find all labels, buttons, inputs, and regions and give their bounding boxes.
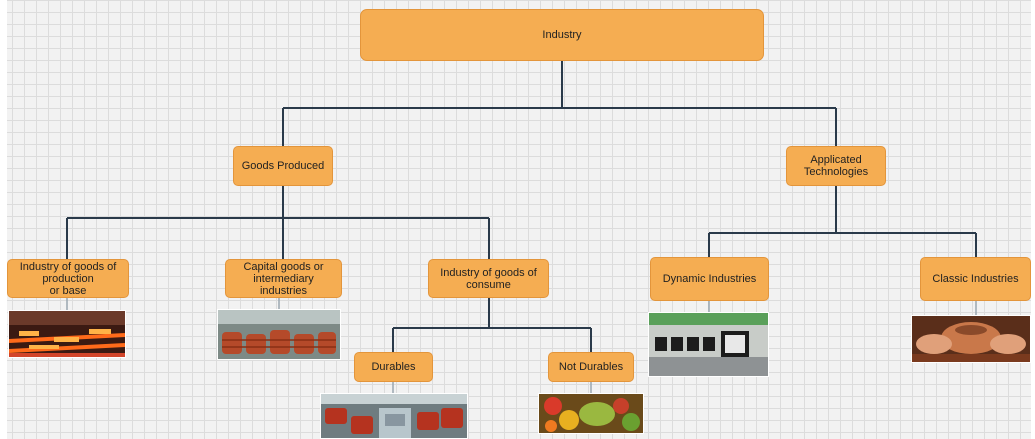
not-durables-node[interactable]: Not Durables xyxy=(548,352,634,382)
left-frame xyxy=(0,0,7,439)
industry-node[interactable]: Industry xyxy=(360,9,764,61)
right-frame xyxy=(1031,0,1035,439)
dynamic-industries-photo xyxy=(648,312,769,377)
not-durables-photo xyxy=(538,393,644,434)
goods-produced-node[interactable]: Goods Produced xyxy=(233,146,333,186)
pottery-photo xyxy=(911,315,1031,363)
classic-industries-node[interactable]: Classic Industries xyxy=(920,257,1031,301)
dynamic-industries-node[interactable]: Dynamic Industries xyxy=(650,257,769,301)
durables-node[interactable]: Durables xyxy=(354,352,433,382)
applicated-technologies-node[interactable]: Applicated Technologies xyxy=(786,146,886,186)
consume-goods-node[interactable]: Industry of goods of consume xyxy=(428,259,549,298)
durables-photo xyxy=(320,393,468,439)
capital-goods-photo xyxy=(217,309,341,360)
capital-goods-node[interactable]: Capital goods or intermediary industries xyxy=(225,259,342,298)
production-base-node[interactable]: Industry of goods of production or base xyxy=(7,259,129,298)
steel-mill-photo xyxy=(8,310,126,358)
